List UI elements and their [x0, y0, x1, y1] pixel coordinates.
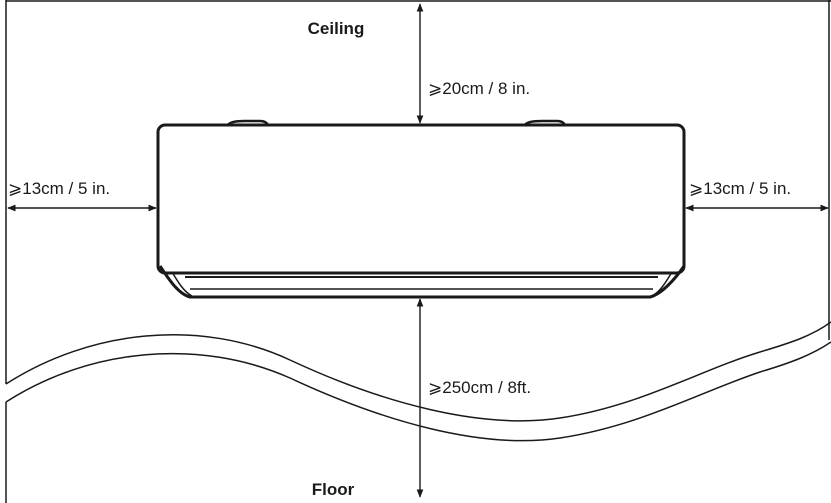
unit-right-corner-detail: [651, 271, 673, 297]
indoor-unit: [156, 119, 686, 299]
wave-break: [5, 321, 831, 442]
unit-bottom-panel: [158, 265, 686, 299]
bottom-clearance-label: ⩾250cm / 8ft.: [428, 378, 531, 397]
unit-left-corner-detail: [171, 271, 193, 297]
wave-upper: [5, 321, 831, 422]
room-walls: [5, 0, 831, 503]
ceiling-label: Ceiling: [308, 19, 365, 38]
top-clearance-label: ⩾20cm / 8 in.: [428, 79, 530, 98]
left-clearance-label: ⩾13cm / 5 in.: [8, 179, 110, 198]
unit-top-tab-left: [226, 119, 270, 126]
floor-label: Floor: [312, 480, 355, 499]
unit-top-tab-right: [523, 119, 567, 126]
unit-body: [156, 123, 686, 275]
right-clearance-label: ⩾13cm / 5 in.: [689, 179, 791, 198]
wave-lower: [5, 341, 831, 442]
dimension-arrows: [7, 3, 829, 498]
